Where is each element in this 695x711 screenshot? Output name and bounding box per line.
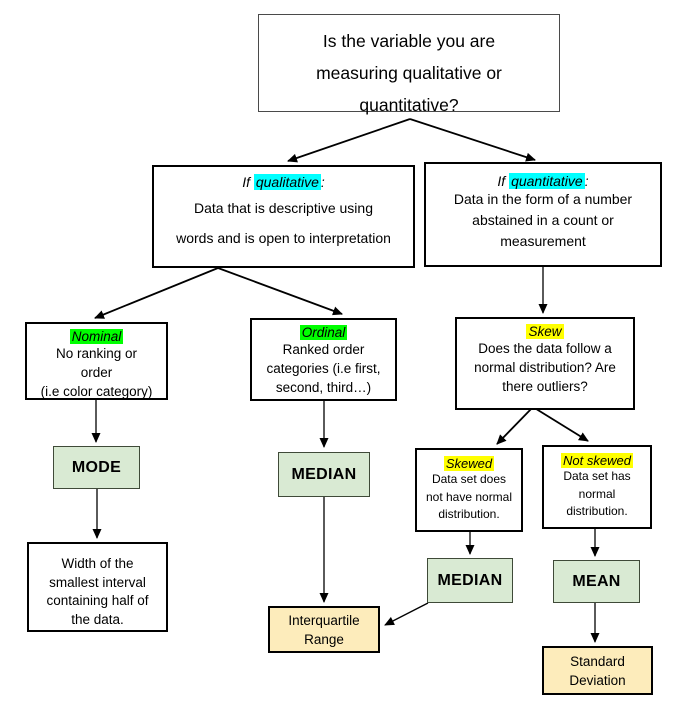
mean-label: MEAN xyxy=(572,572,621,590)
connector-skew-to-skewed xyxy=(496,406,534,445)
skewed-keyword-highlight: Skewed xyxy=(443,456,495,471)
width-line: Width of the xyxy=(61,556,134,571)
median-label: MEDIAN xyxy=(291,465,357,483)
connector-top-to-quantitative xyxy=(409,118,536,162)
nominal-line: order xyxy=(80,365,113,380)
node-width-interval: Width of the smallest interval containin… xyxy=(27,542,168,632)
skew-line: normal distribution? Are xyxy=(474,360,616,375)
quantitative-keyword-highlight: quantitative xyxy=(509,173,585,189)
node-mean: MEAN xyxy=(553,560,640,603)
connector-median-skewed-to-iqr xyxy=(384,602,429,626)
node-if-quantitative: If quantitative: Data in the form of a n… xyxy=(424,162,662,267)
ordinal-line: categories (i.e first, xyxy=(266,361,381,376)
width-line: containing half of xyxy=(46,593,149,608)
skewed-title: Skewed xyxy=(417,456,521,471)
nominal-title: Nominal xyxy=(27,329,166,344)
quantitative-prefix: If xyxy=(497,173,510,189)
ordinal-line: Ranked order xyxy=(282,342,365,357)
mode-label: MODE xyxy=(71,458,122,476)
not-skewed-title: Not skewed xyxy=(544,453,650,468)
width-line: smallest interval xyxy=(49,574,146,590)
skewed-line: Data set does xyxy=(431,472,507,486)
nominal-keyword-highlight: Nominal xyxy=(69,329,124,344)
median-label: MEDIAN xyxy=(437,571,503,589)
not-skewed-line: distribution. xyxy=(566,504,628,518)
ordinal-keyword-highlight: Ordinal xyxy=(299,325,348,340)
quantitative-suffix: : xyxy=(584,173,589,189)
skewed-line: not have normal xyxy=(425,489,513,504)
node-interquartile-range: Interquartile Range xyxy=(268,606,380,653)
quantitative-line: measurement xyxy=(500,233,586,249)
node-top-question: Is the variable you are measuring qualit… xyxy=(258,14,560,115)
skewed-line: distribution. xyxy=(438,507,500,521)
width-line: the data. xyxy=(71,611,124,627)
node-not-skewed: Not skewed Data set has normal distribut… xyxy=(542,445,652,529)
qualitative-suffix: : xyxy=(320,174,325,190)
connector-qualitative-to-nominal xyxy=(94,267,219,319)
qualitative-keyword-highlight: qualitative xyxy=(253,174,321,190)
ordinal-line: second, third…) xyxy=(275,380,372,395)
node-skewed: Skewed Data set does not have normal dis… xyxy=(415,448,523,532)
connector-top-to-qualitative xyxy=(287,118,411,163)
qualitative-line: Data that is descriptive using xyxy=(194,200,373,216)
skew-title: Skew xyxy=(457,324,633,339)
node-skew: Skew Does the data follow a normal distr… xyxy=(455,317,635,410)
node-median-skewed: MEDIAN xyxy=(427,558,513,603)
not-skewed-line: Data set has xyxy=(563,469,631,483)
question-line: quantitative? xyxy=(359,95,459,115)
connector-qualitative-to-ordinal xyxy=(217,267,343,316)
iqr-line: Range xyxy=(304,631,344,647)
node-ordinal: Ordinal Ranked order categories (i.e fir… xyxy=(250,318,397,401)
connector-skew-to-not-skewed xyxy=(532,406,589,442)
nominal-line: No ranking or xyxy=(55,346,138,361)
skew-keyword-highlight: Skew xyxy=(526,324,564,339)
qualitative-prefix: If xyxy=(242,174,254,190)
stddev-line: Deviation xyxy=(569,672,626,688)
iqr-line: Interquartile xyxy=(288,612,360,628)
qualitative-line: words and is open to interpretation xyxy=(176,230,391,246)
not-skewed-line: normal xyxy=(578,486,616,501)
node-if-qualitative: If qualitative: Data that is descriptive… xyxy=(152,165,415,268)
node-standard-deviation: Standard Deviation xyxy=(542,646,653,695)
quantitative-line: abstained in a count or xyxy=(472,212,614,228)
node-nominal: Nominal No ranking or order (i.e color c… xyxy=(25,322,168,400)
node-median-ordinal: MEDIAN xyxy=(278,452,370,497)
not-skewed-keyword-highlight: Not skewed xyxy=(561,453,633,468)
question-line: Is the variable you are xyxy=(322,31,496,51)
question-line: measuring qualitative or xyxy=(316,63,502,83)
skew-line: there outliers? xyxy=(502,379,588,394)
quantitative-line: Data in the form of a number xyxy=(453,191,633,207)
qualitative-title: If qualitative: xyxy=(154,174,413,190)
ordinal-title: Ordinal xyxy=(252,325,395,340)
quantitative-title: If quantitative: xyxy=(426,173,660,189)
stddev-line: Standard xyxy=(570,653,625,669)
node-mode: MODE xyxy=(53,446,140,489)
skew-line: Does the data follow a xyxy=(478,341,612,356)
nominal-line: (i.e color category) xyxy=(40,384,153,399)
